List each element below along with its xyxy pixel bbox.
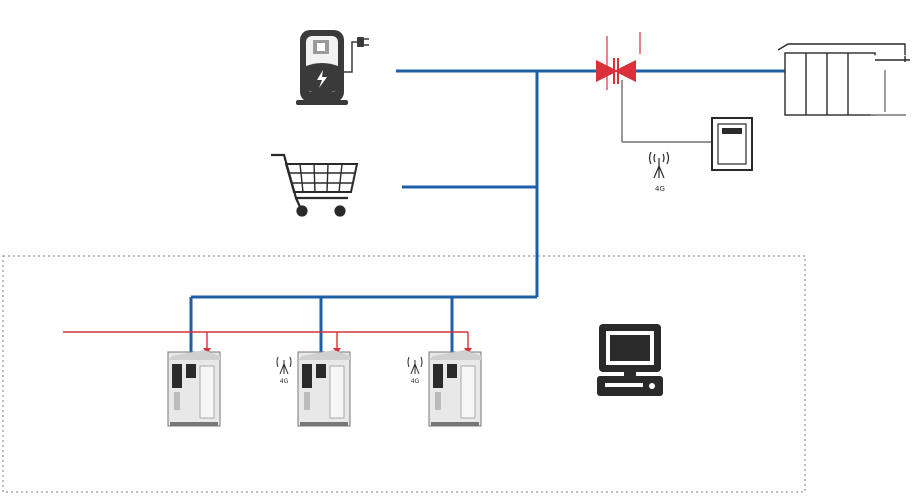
meter-signal-label: 4G (655, 185, 665, 193)
transformer-switch-icon (596, 32, 714, 143)
site-boundary (2, 255, 806, 493)
energy-storage-cabinet-icon (167, 350, 482, 427)
cabinet-3 (428, 350, 482, 427)
shopping-cart-icon (271, 153, 359, 217)
cabinet-2-signal-label: 4G (280, 378, 289, 385)
ac-bus (189, 69, 785, 356)
cabinet-2-antenna-icon (276, 356, 292, 375)
dc-arrow-2 (333, 348, 341, 354)
antenna-icon (648, 151, 670, 179)
dc-arrow-3 (464, 348, 472, 354)
cabinet-1 (167, 350, 221, 427)
cabinet-3-antenna-icon (407, 356, 423, 375)
power-grid-building-icon (777, 43, 910, 116)
dc-arrow-1 (203, 348, 211, 354)
smart-meter-icon (711, 117, 753, 171)
cabinet-2 (297, 350, 351, 427)
dc-line (63, 331, 469, 350)
monitoring-computer-icon (597, 324, 663, 396)
dc-arrows (203, 348, 472, 354)
ev-charger-icon (296, 30, 369, 105)
cabinet-3-signal-label: 4G (411, 378, 420, 385)
